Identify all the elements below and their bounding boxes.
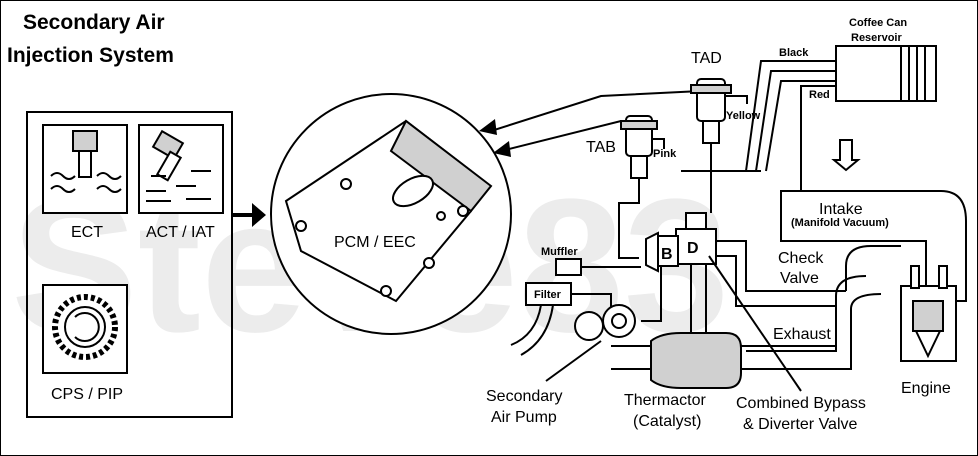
reservoir-label-1: Coffee Can (849, 17, 907, 29)
pcm-connector (389, 119, 493, 213)
catalytic-converter (650, 332, 742, 389)
intake-manifold (780, 190, 967, 302)
intake-label: Intake (819, 201, 863, 218)
valve-label-1: Combined Bypass (736, 395, 866, 412)
catalyst-label-2: (Catalyst) (633, 413, 701, 430)
title-line-2: Injection System (7, 44, 174, 67)
cps-label: CPS / PIP (51, 386, 123, 403)
act-sensor-icon (146, 129, 211, 202)
signal-arrow-icon (232, 203, 266, 227)
pump-pulley (574, 311, 604, 341)
tad-solenoid (690, 78, 748, 144)
tab-solenoid (620, 115, 665, 179)
pcm-label: PCM / EEC (334, 234, 416, 251)
exhaust-label: Exhaust (773, 326, 831, 343)
coffee-can-reservoir (835, 45, 937, 102)
check-valve-label-2: Valve (780, 270, 819, 287)
red-wire-label: Red (809, 89, 830, 101)
yellow-wire-label: Yellow (726, 110, 761, 122)
act-label: ACT / IAT (146, 224, 215, 241)
check-valve-label-1: Check (778, 250, 824, 267)
sensor-panel (26, 111, 233, 418)
pink-wire-label: Pink (653, 148, 677, 160)
catalyst-label-1: Thermactor (624, 392, 706, 409)
muffler (555, 258, 582, 276)
bypass-letter: B (661, 246, 673, 263)
pump-label-2: Air Pump (491, 409, 557, 426)
flow-arrow-icon (831, 139, 861, 172)
vacuum-lines (618, 60, 836, 259)
engine-label: Engine (901, 380, 951, 397)
cps-sensor-icon (52, 294, 118, 360)
filter-label: Filter (534, 289, 562, 301)
valve-label-2: & Diverter Valve (743, 416, 858, 433)
exhaust-pipe (611, 275, 882, 370)
title-line-1: Secondary Air (23, 11, 165, 34)
reservoir-label-2: Reservoir (851, 32, 902, 44)
ect-sensor-icon (50, 130, 122, 193)
pump-label-1: Secondary (486, 388, 563, 405)
tab-label: TAB (586, 139, 616, 156)
ect-label: ECT (71, 224, 103, 241)
wire-arrow-icons (479, 119, 511, 157)
diverter-letter: D (687, 240, 699, 257)
air-pipes (690, 240, 901, 352)
intake-sublabel: (Manifold Vacuum) (791, 217, 889, 229)
muffler-label: Muffler (541, 246, 578, 258)
tad-label: TAD (691, 50, 722, 67)
engine (900, 265, 957, 362)
black-wire-label: Black (779, 47, 809, 59)
